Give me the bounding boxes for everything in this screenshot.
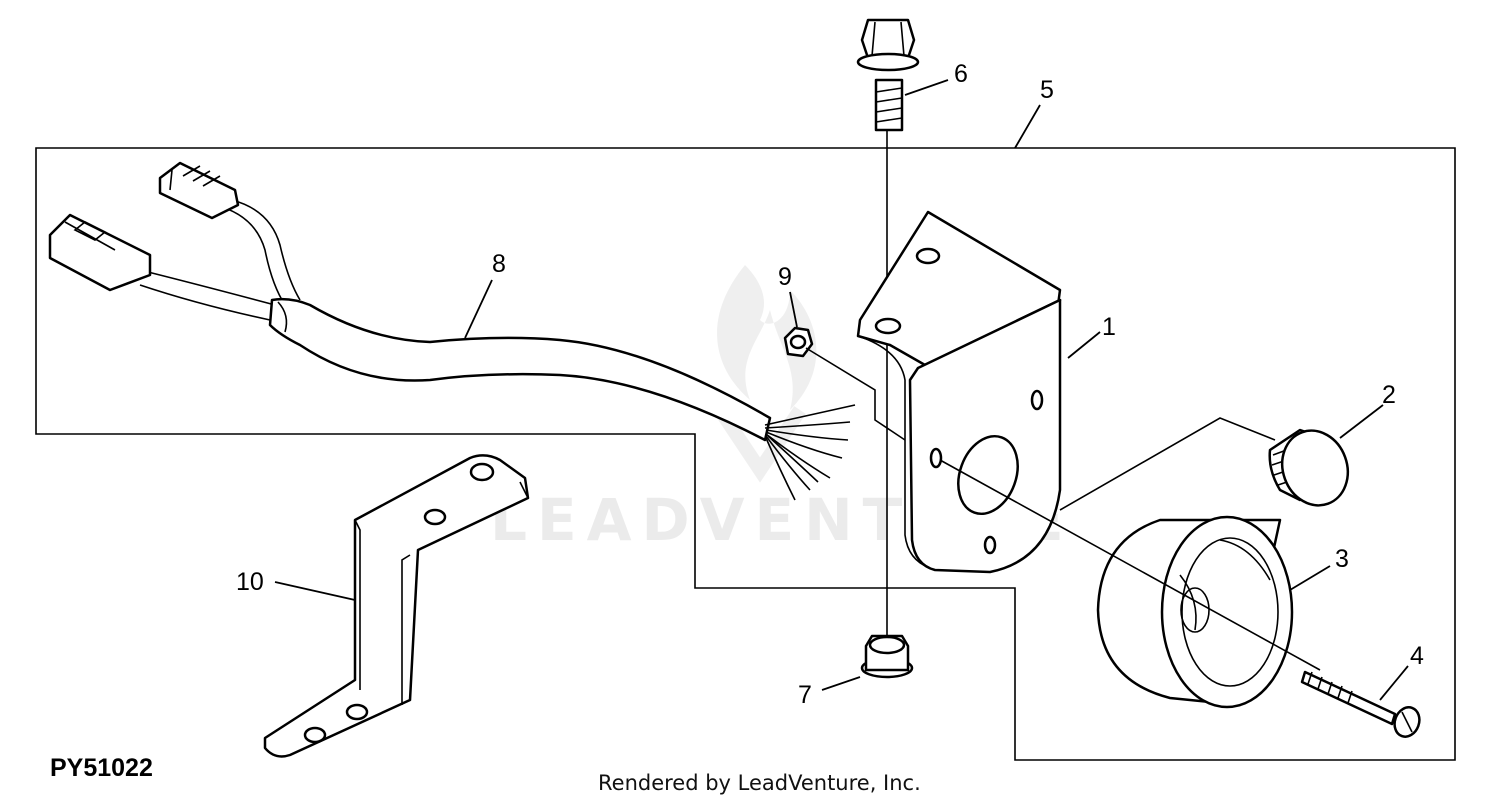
callout-3: 3 xyxy=(1335,545,1349,573)
callout-1: 1 xyxy=(1102,313,1116,341)
screw xyxy=(1300,670,1421,738)
callout-5: 5 xyxy=(1040,76,1054,104)
callout-6: 6 xyxy=(954,60,968,88)
callout-8: 8 xyxy=(492,250,506,278)
plug-axis xyxy=(1059,417,1276,511)
small-nut xyxy=(783,326,814,358)
callout-4: 4 xyxy=(1410,642,1424,670)
rendered-by-footer: Rendered by LeadVenture, Inc. xyxy=(598,771,921,795)
callout-10: 10 xyxy=(236,568,264,596)
figure-code: PY51022 xyxy=(50,754,153,782)
callout-2: 2 xyxy=(1382,381,1396,409)
bracket xyxy=(856,210,1062,574)
callout-9: 9 xyxy=(778,263,792,291)
wiring-harness xyxy=(48,161,856,501)
plug xyxy=(1268,428,1350,507)
callout-7: 7 xyxy=(798,681,812,709)
kit-outline xyxy=(35,147,1456,761)
screw-axis xyxy=(939,459,1321,671)
mounting-strap xyxy=(263,454,530,758)
bolt xyxy=(856,18,920,132)
flange-nut xyxy=(860,634,914,679)
leader-lines xyxy=(274,79,1409,701)
nut-assembly-line xyxy=(805,347,906,441)
knob xyxy=(1096,515,1294,709)
